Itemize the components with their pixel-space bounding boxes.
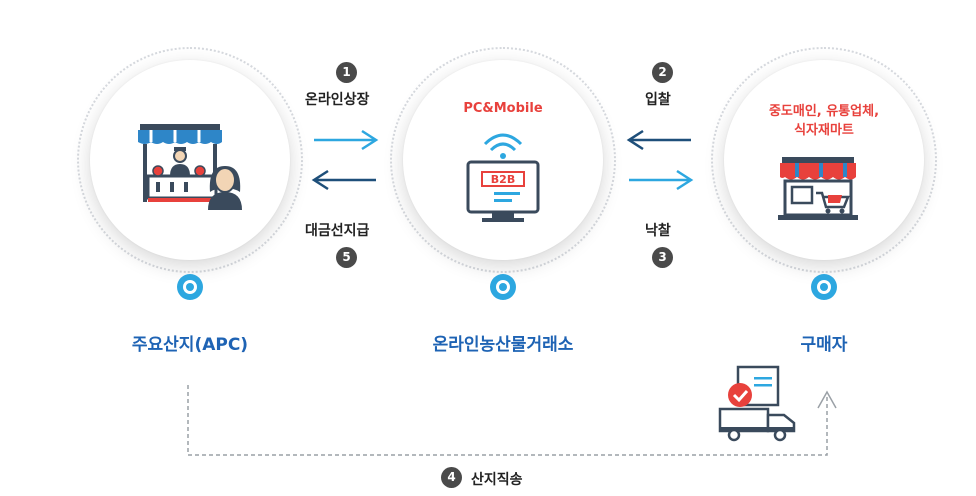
b2b-monitor-wifi-icon: [466, 133, 540, 222]
step-2-label: 입찰: [645, 92, 671, 108]
center-node-tag: PC&Mobile: [463, 101, 543, 116]
market-stall-vendor-icon: [138, 124, 242, 210]
b2b-screen-label: B2B: [490, 173, 516, 186]
step-1-label: 온라인상장: [305, 92, 370, 108]
left-node-ring: [77, 47, 303, 273]
direct-shipping-path: [187, 385, 837, 456]
step-4-label: 산지직송: [471, 472, 523, 488]
right-node-label: 구매자: [800, 335, 848, 355]
left-node-circle: [90, 60, 290, 260]
step-3-label: 낙찰: [645, 223, 671, 239]
right-node-dot: [811, 274, 837, 300]
left-node-dot: [177, 274, 203, 300]
delivery-truck-checklist-icon: [718, 365, 796, 442]
step-2-badge: 2: [652, 62, 673, 83]
step-5-badge: 5: [336, 247, 357, 268]
left-node-label: 주요산지(APC): [131, 335, 249, 355]
center-node-label: 온라인농산물거래소: [432, 335, 574, 355]
right-node-ring: [711, 47, 937, 273]
step-4-badge: 4: [441, 467, 462, 488]
center-node-circle: [403, 60, 603, 260]
center-node-dot: [490, 274, 516, 300]
step-1-badge: 1: [336, 62, 357, 83]
step-5-label: 대금선지급: [305, 223, 370, 239]
arrow-award: [629, 169, 694, 191]
arrow-online-listing: [314, 129, 379, 151]
center-node-ring: [390, 47, 616, 273]
right-node-tag-line2: 식자재마트: [794, 123, 854, 138]
arrow-bid: [626, 129, 691, 151]
arrow-advance-payment: [311, 169, 376, 191]
right-node-tag-line1: 중도매인, 유통업체,: [768, 104, 880, 119]
shop-cart-icon: [778, 157, 858, 220]
step-3-badge: 3: [652, 247, 673, 268]
